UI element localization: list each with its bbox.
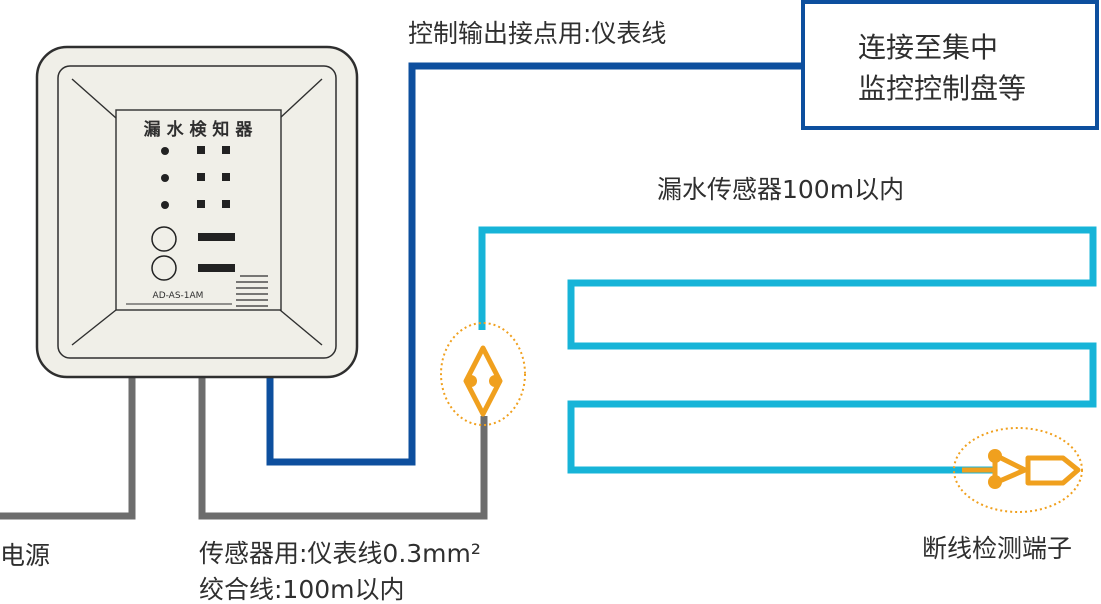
label-slot-2 — [198, 264, 235, 272]
vent-grille — [236, 275, 268, 307]
destination-line2: 监控控制盘等 — [858, 72, 1026, 105]
power-cable — [0, 378, 136, 520]
destination-line1: 连接至集中 — [858, 31, 998, 64]
sensor-cable-label-line2: 绞合线:100m以内 — [199, 575, 405, 604]
terminal-end-icon — [1025, 455, 1081, 486]
reset-button — [151, 255, 177, 281]
sensor-connector — [440, 322, 526, 426]
led-indicator-3 — [161, 201, 169, 209]
led-indicator-2 — [161, 174, 169, 182]
sensor-cable — [198, 378, 488, 520]
power-label: 电源 — [0, 541, 50, 570]
detector-face-panel — [115, 109, 282, 311]
break-terminal-label: 断线检测端子 — [922, 534, 1072, 563]
leak-sensor-loop — [478, 226, 1097, 474]
break-detection-terminal — [953, 427, 1083, 513]
sensor-cable-label-line1: 传感器用:仪表线0.3mm² — [199, 539, 481, 568]
led-indicator-1 — [161, 147, 169, 155]
control-output-line — [266, 62, 803, 466]
central-monitoring-box — [801, 0, 1099, 130]
connector-diamond-icon — [463, 345, 503, 417]
test-button — [151, 226, 177, 252]
device-model: AD-AS-1AM — [153, 291, 204, 301]
control-output-label: 控制输出接点用:仪表线 — [408, 19, 666, 48]
terminal-cap-icon — [992, 452, 1028, 486]
terminal-highlight — [953, 427, 1083, 513]
label-slot-1 — [198, 233, 235, 241]
leak-detector-unit: 漏 水 検 知 器 AD-AS-1AM — [35, 45, 359, 379]
sensor-length-label: 漏水传感器100m以内 — [657, 175, 904, 204]
connector-highlight — [440, 322, 526, 426]
device-name: 漏 水 検 知 器 — [144, 119, 254, 140]
